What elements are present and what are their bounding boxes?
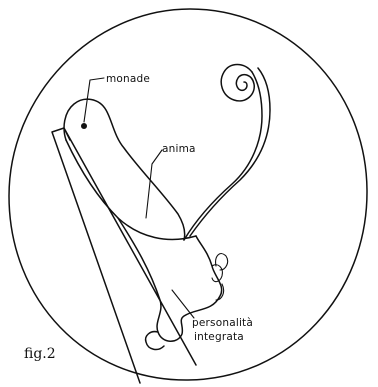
leader-personalita — [172, 290, 194, 318]
spiral-icon — [221, 65, 254, 101]
puzzle-knob — [146, 332, 164, 350]
label-integrata: integrata — [194, 331, 244, 343]
outer-circle — [9, 9, 367, 380]
figure-label: fig.2 — [24, 346, 56, 362]
label-anima: anima — [162, 143, 196, 155]
label-monade: monade — [106, 73, 150, 85]
base-slab — [52, 128, 196, 383]
spiral-stem-inner — [190, 68, 270, 236]
monade-eye — [81, 123, 87, 129]
label-personalita: personalità — [192, 317, 253, 329]
